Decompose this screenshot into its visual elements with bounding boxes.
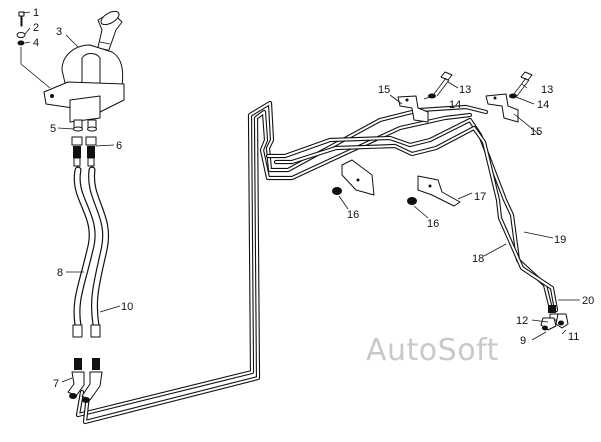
end-fittings — [540, 305, 569, 331]
callout-16b: 16 — [427, 218, 439, 230]
callout-5: 5 — [50, 123, 56, 135]
callout-7: 7 — [53, 378, 59, 390]
hose-fittings-lower — [72, 324, 101, 370]
callout-9: 9 — [520, 335, 526, 347]
callout-15b: 15 — [530, 126, 542, 138]
watermark: AutoSoft — [366, 333, 499, 368]
screw-washer-set — [16, 11, 51, 89]
callout-3: 3 — [56, 26, 62, 38]
callout-8: 8 — [57, 267, 63, 279]
nuts-16 — [332, 187, 417, 205]
callout-16a: 16 — [347, 209, 359, 221]
callout-6: 6 — [116, 140, 122, 152]
leader-lines — [22, 11, 580, 383]
callout-15a: 15 — [378, 84, 390, 96]
callout-11: 11 — [568, 331, 579, 343]
callout-1: 1 — [33, 7, 39, 19]
callout-14a: 14 — [449, 99, 461, 111]
callout-12: 12 — [516, 315, 528, 327]
callout-2: 2 — [33, 22, 39, 34]
callout-4: 4 — [33, 37, 39, 49]
callout-labels: 1 2 3 4 5 6 7 8 9 10 11 12 13 13 14 14 1… — [33, 7, 594, 390]
bolts-13 — [428, 71, 533, 99]
callout-10: 10 — [121, 301, 133, 313]
callout-19: 19 — [554, 234, 566, 246]
callout-14b: 14 — [537, 99, 549, 111]
callout-18: 18 — [472, 253, 484, 265]
elbow-fittings — [67, 371, 103, 403]
hoses-8-10 — [73, 166, 109, 329]
callout-17: 17 — [474, 191, 486, 203]
handbrake-valve — [43, 10, 125, 131]
hose-fittings-upper — [71, 136, 97, 167]
brackets-17 — [341, 159, 461, 207]
brackets-15 — [397, 93, 519, 123]
callout-20: 20 — [582, 295, 594, 307]
o-ring-seals — [73, 126, 97, 132]
callout-13b: 13 — [541, 84, 553, 96]
brake-pipe-18-19 — [265, 117, 559, 313]
callout-13a: 13 — [459, 84, 471, 96]
